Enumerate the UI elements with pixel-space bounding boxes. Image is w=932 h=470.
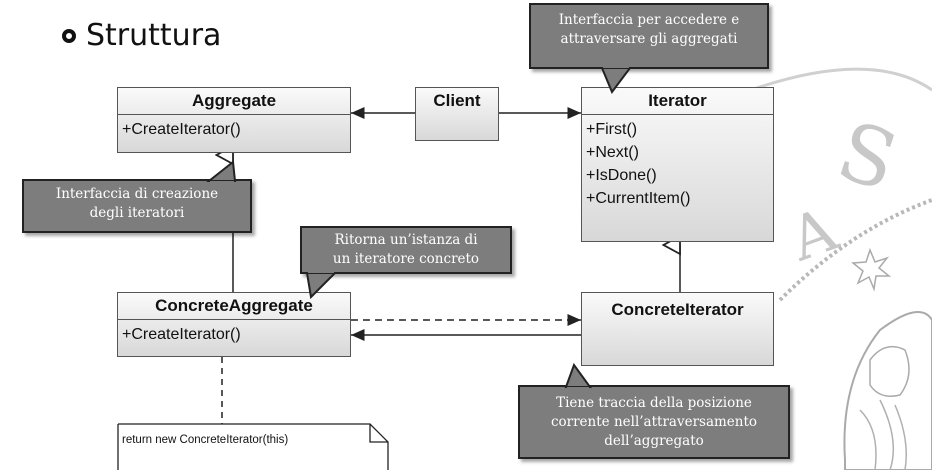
callout-tracks-position: Tiene traccia della posizione corrente n… — [518, 385, 790, 459]
code-note-text: return new ConcreteIterator(this) — [122, 434, 289, 446]
callout-returns-instance: Ritorna un’istanza di un iteratore concr… — [300, 226, 512, 274]
client-class-name: Client — [433, 91, 481, 110]
note-shape — [117, 423, 389, 470]
callout-line: attraversare gli aggregati — [560, 31, 738, 47]
callout-pointer — [564, 362, 592, 391]
callout-line: dell’aggregato — [604, 433, 704, 449]
callout-line: Interfaccia di creazione — [55, 186, 219, 202]
callout-creation-interface: Interfaccia di creazione degli iteratori — [22, 179, 252, 233]
concrete-aggregate-class: ConcreteAggregate +CreateIterator() — [117, 292, 351, 357]
concrete-aggregate-op: +CreateIterator() — [122, 326, 241, 343]
callout-pointer — [305, 271, 338, 300]
client-class: Client — [415, 87, 499, 141]
concrete-iterator-class: ConcreteIterator — [581, 292, 774, 366]
callout-line: Tiene traccia della posizione — [556, 395, 752, 411]
callout-line: un iteratore concreto — [332, 251, 480, 267]
callout-iterator-interface: Interfaccia per accedere e attraversare … — [529, 3, 769, 69]
code-note: return new ConcreteIterator(this) — [118, 424, 388, 470]
iterator-op-first: +First() — [586, 121, 638, 138]
section-title-text: Struttura — [86, 18, 222, 53]
callout-pointer — [206, 160, 237, 185]
aggregate-class: Aggregate +CreateIterator() — [117, 87, 351, 153]
callout-line: corrente nell’attraversamento — [550, 414, 758, 430]
iterator-operations: +First() +Next() +IsDone() +CurrentItem(… — [582, 115, 773, 213]
iterator-op-isdone: +IsDone() — [586, 167, 657, 184]
callout-pointer — [600, 66, 632, 94]
iterator-op-currentitem: +CurrentItem() — [586, 190, 691, 207]
circle-bullet-icon — [62, 28, 76, 43]
aggregate-class-name: Aggregate — [118, 88, 350, 115]
iterator-class-name: Iterator — [582, 88, 773, 115]
callout-line: degli iteratori — [89, 205, 185, 221]
aggregate-operations: +CreateIterator() — [118, 115, 350, 144]
aggregate-op: +CreateIterator() — [122, 121, 241, 138]
callout-line: Interfaccia per accedere e — [558, 12, 740, 28]
iterator-op-next: +Next() — [586, 144, 639, 161]
concrete-aggregate-class-name: ConcreteAggregate — [118, 293, 350, 320]
concrete-aggregate-operations: +CreateIterator() — [118, 320, 350, 349]
iterator-class: Iterator +First() +Next() +IsDone() +Cur… — [581, 87, 774, 242]
callout-line: Ritorna un’istanza di — [334, 232, 478, 248]
concrete-iterator-class-name: ConcreteIterator — [611, 300, 744, 319]
section-title: Struttura — [62, 18, 221, 53]
